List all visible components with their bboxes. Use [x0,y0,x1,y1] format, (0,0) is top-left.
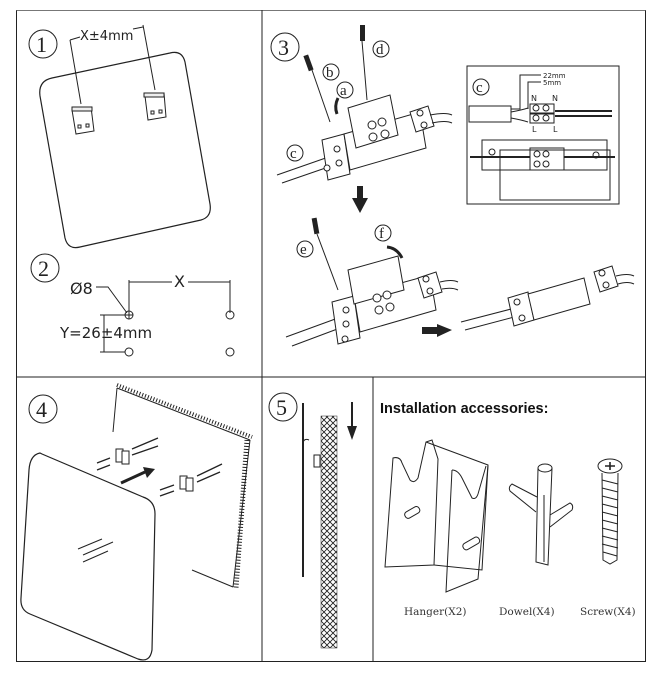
step-number-badge [270,32,300,62]
hanger-bracket-icon [115,448,130,465]
screwdriver-icon [360,25,368,101]
callout-e: e [300,242,307,258]
instruction-sheet-frame [16,10,646,662]
hanger-bracket-icon [179,475,194,492]
horizontal-spacing-label: X [174,272,185,291]
step-number: 5 [276,395,287,420]
step-number: 2 [38,256,49,281]
right-arrow-icon [422,324,452,337]
hanger-side-icon [313,454,321,468]
screwdriver-icon [311,217,339,291]
step-1: 1 X±4mm [28,24,211,249]
dimension-label: X±4mm [80,29,133,44]
callout-c: c [290,146,297,162]
down-arrow-icon [347,402,357,440]
step-number-badge [28,29,58,59]
terminal-label-n: N [552,94,558,103]
hole-diameter-label: Ø8 [70,279,93,298]
step-number-badge [28,394,58,424]
terminal-block-open [276,94,453,184]
wall-icon [112,383,253,589]
terminal-label-l: L [553,125,558,134]
callout-d: d [376,42,384,58]
terminal-label-l: L [532,125,537,134]
step-2: 2 Ø8 X Y=26±4mm [30,253,235,357]
mirror-reflection-icon [77,538,114,563]
callout-f: f [379,226,384,242]
rotate-arrow-icon [386,245,404,259]
vertical-spacing-label: Y=26±4mm [59,324,152,342]
screw-icon [597,458,623,565]
callout-a: a [340,83,347,99]
bracket-icon [143,92,167,121]
step-3: 3 b a c d [270,25,635,347]
dim-22mm: 22mm [543,72,566,80]
wall-section-icon [320,415,338,649]
screwdriver-icon [303,54,331,123]
terminal-block-closed [460,265,635,331]
inset-callout-c: c [476,80,483,96]
push-arrow-icon [120,467,155,485]
hanger-icon [384,439,489,593]
accessory-caption-hanger: Hanger(X2) [404,606,467,618]
step-number: 3 [278,35,289,60]
terminal-block-closing [285,255,459,347]
step-5: 5 [268,392,357,649]
terminal-label-n: N [531,94,537,103]
mirror-front-outline [20,452,156,661]
step-number: 1 [36,32,47,57]
accessory-caption-dowel: Dowel(X4) [499,606,555,618]
step-number: 4 [36,397,47,422]
down-arrow-icon [352,186,368,213]
step-number-badge [30,253,60,283]
dowel-icon [508,463,574,566]
step-number-badge [268,392,298,422]
mirror-back-outline [39,51,211,249]
callout-b: b [326,65,334,81]
dim-5mm: 5mm [543,79,561,87]
screw-arrows [96,437,223,497]
wiring-inset: c 22mm 5mm N [466,65,620,205]
step-4: 4 [20,383,253,661]
accessory-caption-screw: Screw(X4) [580,606,636,618]
accessories-title: Installation accessories: [380,401,549,417]
accessories-illustrations [384,439,623,593]
bracket-icon [71,106,95,135]
rotate-arrow-icon [334,97,340,115]
